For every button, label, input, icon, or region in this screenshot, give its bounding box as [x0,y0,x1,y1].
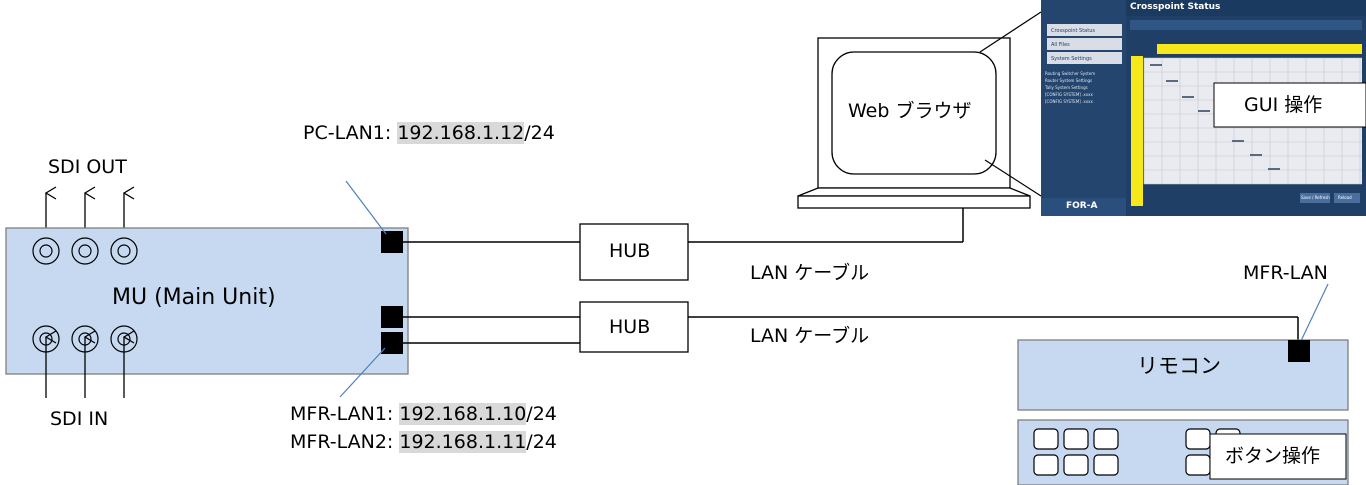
gui-logo: FOR-A [1066,201,1098,211]
mfr-lan2-port [381,332,403,354]
hub-box-2 [579,301,689,353]
gui-header-title: Crosspoint Status [1130,2,1221,12]
remote-label: リモコン [1137,354,1221,378]
remote-lan-port [1288,340,1310,362]
pc-lan1-ip: 192.168.1.12 [397,122,525,144]
mfr-lan2-label: MFR-LAN2: 192.168.1.11/24 [290,431,557,453]
sdi-in-label: SDI IN [50,408,109,430]
gui-tree-item[interactable]: [CONFIG SYSTEM] .xxxx [1045,99,1093,104]
mfr-lan2-mask: /24 [526,431,557,453]
sdi-out-connectors [32,237,138,265]
mfr-lan-remote-leader [1299,283,1329,344]
gui-tree-item[interactable]: Router System Settings [1045,78,1093,83]
gui-save-button[interactable]: Save / Refresh [1301,195,1330,200]
pc-lan1-port [381,231,403,253]
lan-cables [403,204,1299,345]
web-browser-label: Web ブラウザ [848,100,972,122]
main-unit-label: MU (Main Unit) [112,285,276,310]
mfr-lan1-mask: /24 [526,403,557,425]
button-operation-box [1209,433,1347,480]
gui-sidebar-button-3[interactable]: System Settings [1051,56,1092,62]
lan-cable-1-label: LAN ケーブル [750,262,870,284]
mfr-lan1-label: MFR-LAN1: 192.168.1.10/24 [290,403,557,425]
gui-tree-item[interactable]: Tally System Settings [1045,85,1088,90]
gui-tree-item[interactable]: [CONFIG SYSTEM] .xxxx [1045,92,1093,97]
gui-tree: Routing Switcher System Router System Se… [1045,70,1125,105]
gui-sidebar-button-1[interactable]: Crosspoint Status [1051,28,1095,34]
mfr-lan1-prefix: MFR-LAN1: [290,403,400,425]
pc-lan1-label: PC-LAN1: 192.168.1.12/24 [303,122,555,144]
mfr-lan-label: MFR-LAN [1243,262,1328,284]
hub-1-label: HUB [609,240,651,262]
gui-operation-box [1213,82,1366,128]
sdi-out-label: SDI OUT [48,156,127,178]
pc-lan1-mask: /24 [524,122,555,144]
mfr-lan1-port [381,306,403,328]
laptop-icon [797,37,1031,209]
main-unit-box [5,227,409,375]
sdi-in-arrows [46,337,124,398]
mfr-lan1-ip: 192.168.1.10 [399,403,527,425]
gui-sidebar: Crosspoint Status All Files System Setti… [1047,24,1122,66]
button-operation-label: ボタン操作 [1225,445,1321,467]
hub-2-label: HUB [609,316,651,338]
screen-callout-top [979,11,1042,53]
pc-lan1-prefix: PC-LAN1: [303,122,398,144]
pc-lan1-leader [345,180,387,235]
lan-cable-2-label: LAN ケーブル [750,325,870,347]
mfr-lan-leader [339,347,386,398]
gui-operation-label: GUI 操作 [1244,94,1323,116]
mfr-lan2-prefix: MFR-LAN2: [290,431,400,453]
gui-tree-item[interactable]: Routing Switcher System [1045,71,1096,76]
gui-reload-button[interactable]: Reload [1338,195,1352,200]
screen-callout-bottom [984,159,1042,197]
gui-sidebar-button-2[interactable]: All Files [1051,42,1070,48]
hub-box-1 [579,223,689,281]
mfr-lan2-ip: 192.168.1.11 [399,431,527,453]
